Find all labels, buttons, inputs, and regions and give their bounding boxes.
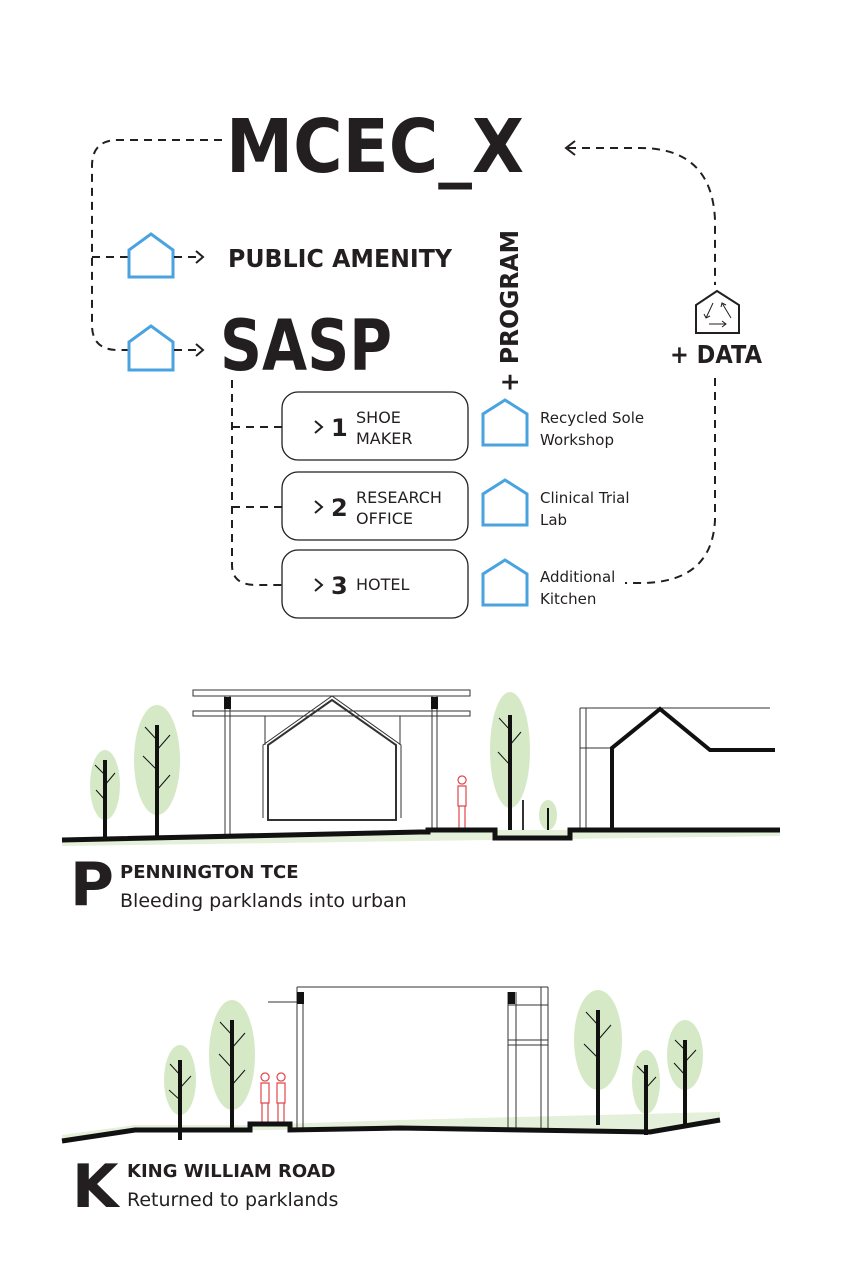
program-item: 3 HOTEL Additional Kitchen [281,549,615,619]
recycle-house-icon [695,289,740,334]
program-item: 2 RESEARCH OFFICE Clinical Trial Lab [281,471,630,541]
arrow-head-icon [195,250,205,264]
section-letter: K [72,1152,121,1222]
addon-line2: Workshop [540,431,614,449]
flow-line-sasp [231,380,318,586]
section-letter: P [70,850,114,920]
house-icon [127,232,175,279]
program-name-line1: RESEARCH [356,488,442,507]
program-box [281,391,469,461]
title-text: MCEC_X [226,104,524,190]
person [457,775,467,830]
grass [62,830,780,846]
flow-line-right [568,147,716,285]
section-king-william [61,986,721,1144]
building [610,706,775,830]
house-icon [481,558,529,607]
addon-line1: Clinical Trial [540,489,630,507]
pavilion [267,698,397,821]
canopy-roof [192,689,471,717]
people [260,1072,286,1125]
addon-line1: Additional [540,568,615,586]
ground-line [61,1117,721,1144]
public-amenity-label: PUBLIC AMENITY [228,244,453,273]
section-title: KING WILLIAM ROAD [127,1161,336,1182]
flow-line-left [91,139,222,351]
program-list: 1 SHOE MAKER Recycled Sole Workshop 2 RE… [281,391,644,619]
section-pennington [61,689,780,846]
program-item: 1 SHOE MAKER Recycled Sole Workshop [281,391,644,461]
section-subtitle: Returned to parklands [127,1189,338,1211]
arrow-head-icon [314,500,324,514]
program-label: + PROGRAM [495,230,524,392]
section-subtitle: Bleeding parklands into urban [120,890,407,912]
ground-line [61,827,780,843]
addon-line2: Kitchen [540,590,596,608]
data-label: + DATA [670,340,763,369]
program-number: 2 [331,494,348,522]
program-name-line1: HOTEL [356,575,410,594]
section-title: PENNINGTON TCE [120,862,299,883]
program-number: 3 [331,572,348,600]
program-name-line1: SHOE [356,408,401,427]
title-mcec-x: MCEC_X [226,104,524,190]
program-name-line2: OFFICE [356,509,413,528]
sasp-label: SASP [220,305,392,387]
program-name-line2: MAKER [356,429,412,448]
arrow-head-icon [195,343,205,357]
flow-line-data-return [625,378,716,584]
program-number: 1 [331,414,348,442]
house-icon [481,398,529,447]
arrow-head-icon [564,140,576,156]
addon-line1: Recycled Sole [540,409,644,427]
program-box [281,549,469,619]
arrow-head-icon [314,420,324,434]
arrow-head-icon [314,578,324,592]
house-icon [481,478,529,527]
house-icon [127,324,175,372]
program-box [281,471,469,541]
addon-line2: Lab [540,511,567,529]
